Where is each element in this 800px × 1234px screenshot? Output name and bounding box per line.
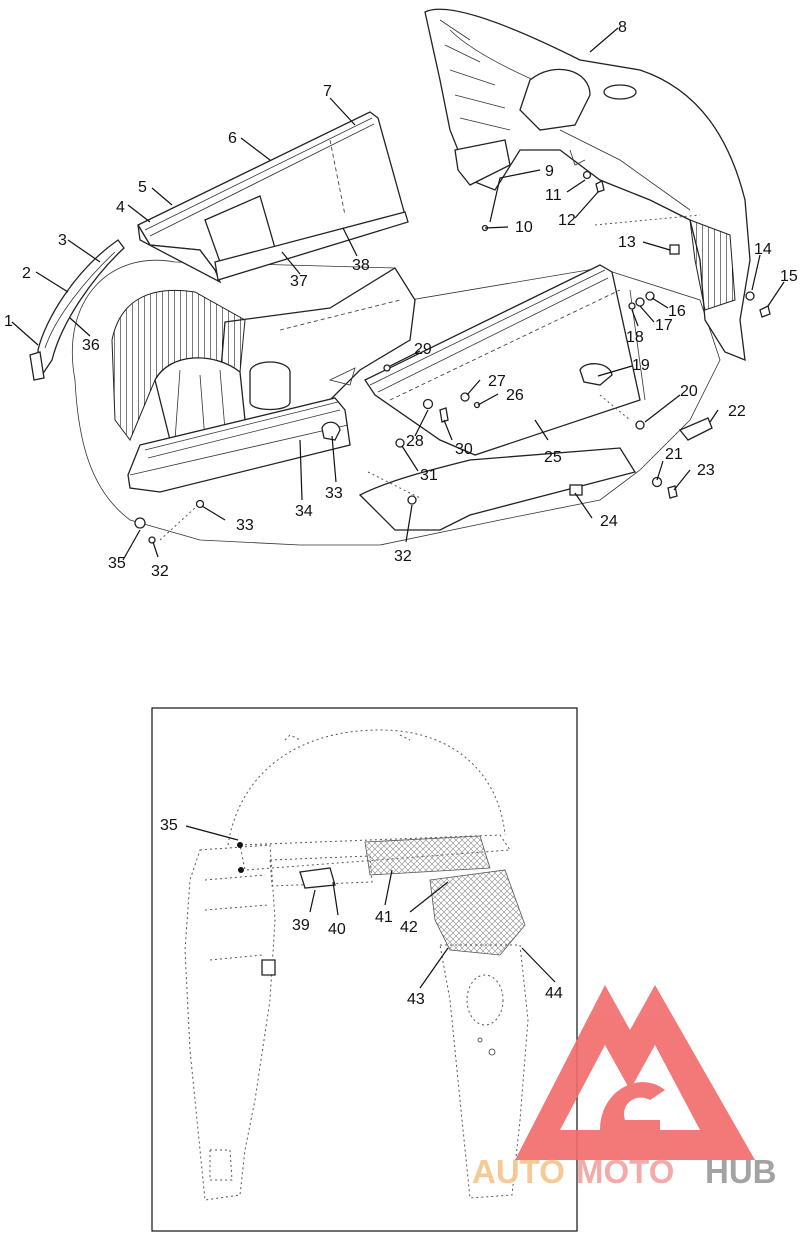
side-step-panel <box>364 264 641 456</box>
label-10: 10 <box>515 219 533 236</box>
left-ski-frame <box>184 844 276 1201</box>
exploded-view: 1 2 3 4 5 6 7 8 9 10 11 12 13 14 15 16 1… <box>4 8 798 580</box>
label-15: 15 <box>780 268 798 285</box>
label-19: 19 <box>632 357 650 374</box>
right-ski-frame <box>439 944 529 1199</box>
label-1: 1 <box>4 313 13 330</box>
label-31: 31 <box>420 467 438 484</box>
label-21: 21 <box>665 446 683 463</box>
hood-arch <box>227 729 506 846</box>
label-22: 22 <box>728 403 746 420</box>
label-16: 16 <box>668 303 686 320</box>
trim-strip-1 <box>37 239 125 380</box>
label-42: 42 <box>400 919 418 936</box>
automotohub-logo-icon <box>515 985 755 1160</box>
label-33: 33 <box>325 485 343 502</box>
watermark-hub: HUB <box>705 1153 777 1190</box>
label-3: 3 <box>58 232 67 249</box>
label-9: 9 <box>545 163 554 180</box>
watermark-auto: AUTO <box>472 1153 565 1190</box>
automotohub-watermark: AUTO MOTO HUB <box>472 985 777 1190</box>
label-27: 27 <box>488 373 506 390</box>
label-25: 25 <box>544 449 562 466</box>
label-30: 30 <box>455 441 473 458</box>
label-44: 44 <box>545 985 563 1002</box>
inset-view: 35 39 40 41 42 43 44 <box>151 707 578 1232</box>
label-8: 8 <box>618 19 627 36</box>
leader-lines <box>11 27 785 561</box>
label-37: 37 <box>290 273 308 290</box>
part-22 <box>678 417 713 441</box>
label-29: 29 <box>414 341 432 358</box>
watermark-moto: MOTO <box>576 1153 674 1190</box>
label-36: 36 <box>82 337 100 354</box>
label-23: 23 <box>697 462 715 479</box>
label-34: 34 <box>295 503 313 520</box>
label-32: 32 <box>394 548 412 565</box>
label-38: 38 <box>352 257 370 274</box>
label-20: 20 <box>680 383 698 400</box>
label-13: 13 <box>618 234 636 251</box>
label-12: 12 <box>558 212 576 229</box>
label-35: 35 <box>108 555 126 572</box>
lower-trim <box>358 447 637 531</box>
hood-outline <box>71 260 721 546</box>
label-32: 32 <box>151 563 169 580</box>
label-4: 4 <box>116 199 125 216</box>
label-11: 11 <box>545 187 562 204</box>
label-2: 2 <box>22 265 31 282</box>
label-17: 17 <box>655 317 673 334</box>
label-7: 7 <box>323 83 332 100</box>
label-5: 5 <box>138 179 147 196</box>
part-number-labels: 1 2 3 4 5 6 7 8 9 10 11 12 13 14 15 16 1… <box>4 19 798 580</box>
label-18: 18 <box>626 329 644 346</box>
inset-frame <box>151 707 578 1232</box>
label-33: 33 <box>236 517 254 534</box>
label-6: 6 <box>228 130 237 147</box>
label-24: 24 <box>600 513 618 530</box>
label-35: 35 <box>160 817 178 834</box>
label-41: 41 <box>375 909 393 926</box>
inset-labels: 35 39 40 41 42 43 44 <box>160 817 563 1008</box>
label-28: 28 <box>406 433 424 450</box>
label-26: 26 <box>506 387 524 404</box>
fasteners <box>134 170 771 544</box>
label-43: 43 <box>407 991 425 1008</box>
label-39: 39 <box>292 917 310 934</box>
label-14: 14 <box>754 241 772 258</box>
side-panel-right <box>424 8 751 362</box>
label-40: 40 <box>328 921 346 938</box>
